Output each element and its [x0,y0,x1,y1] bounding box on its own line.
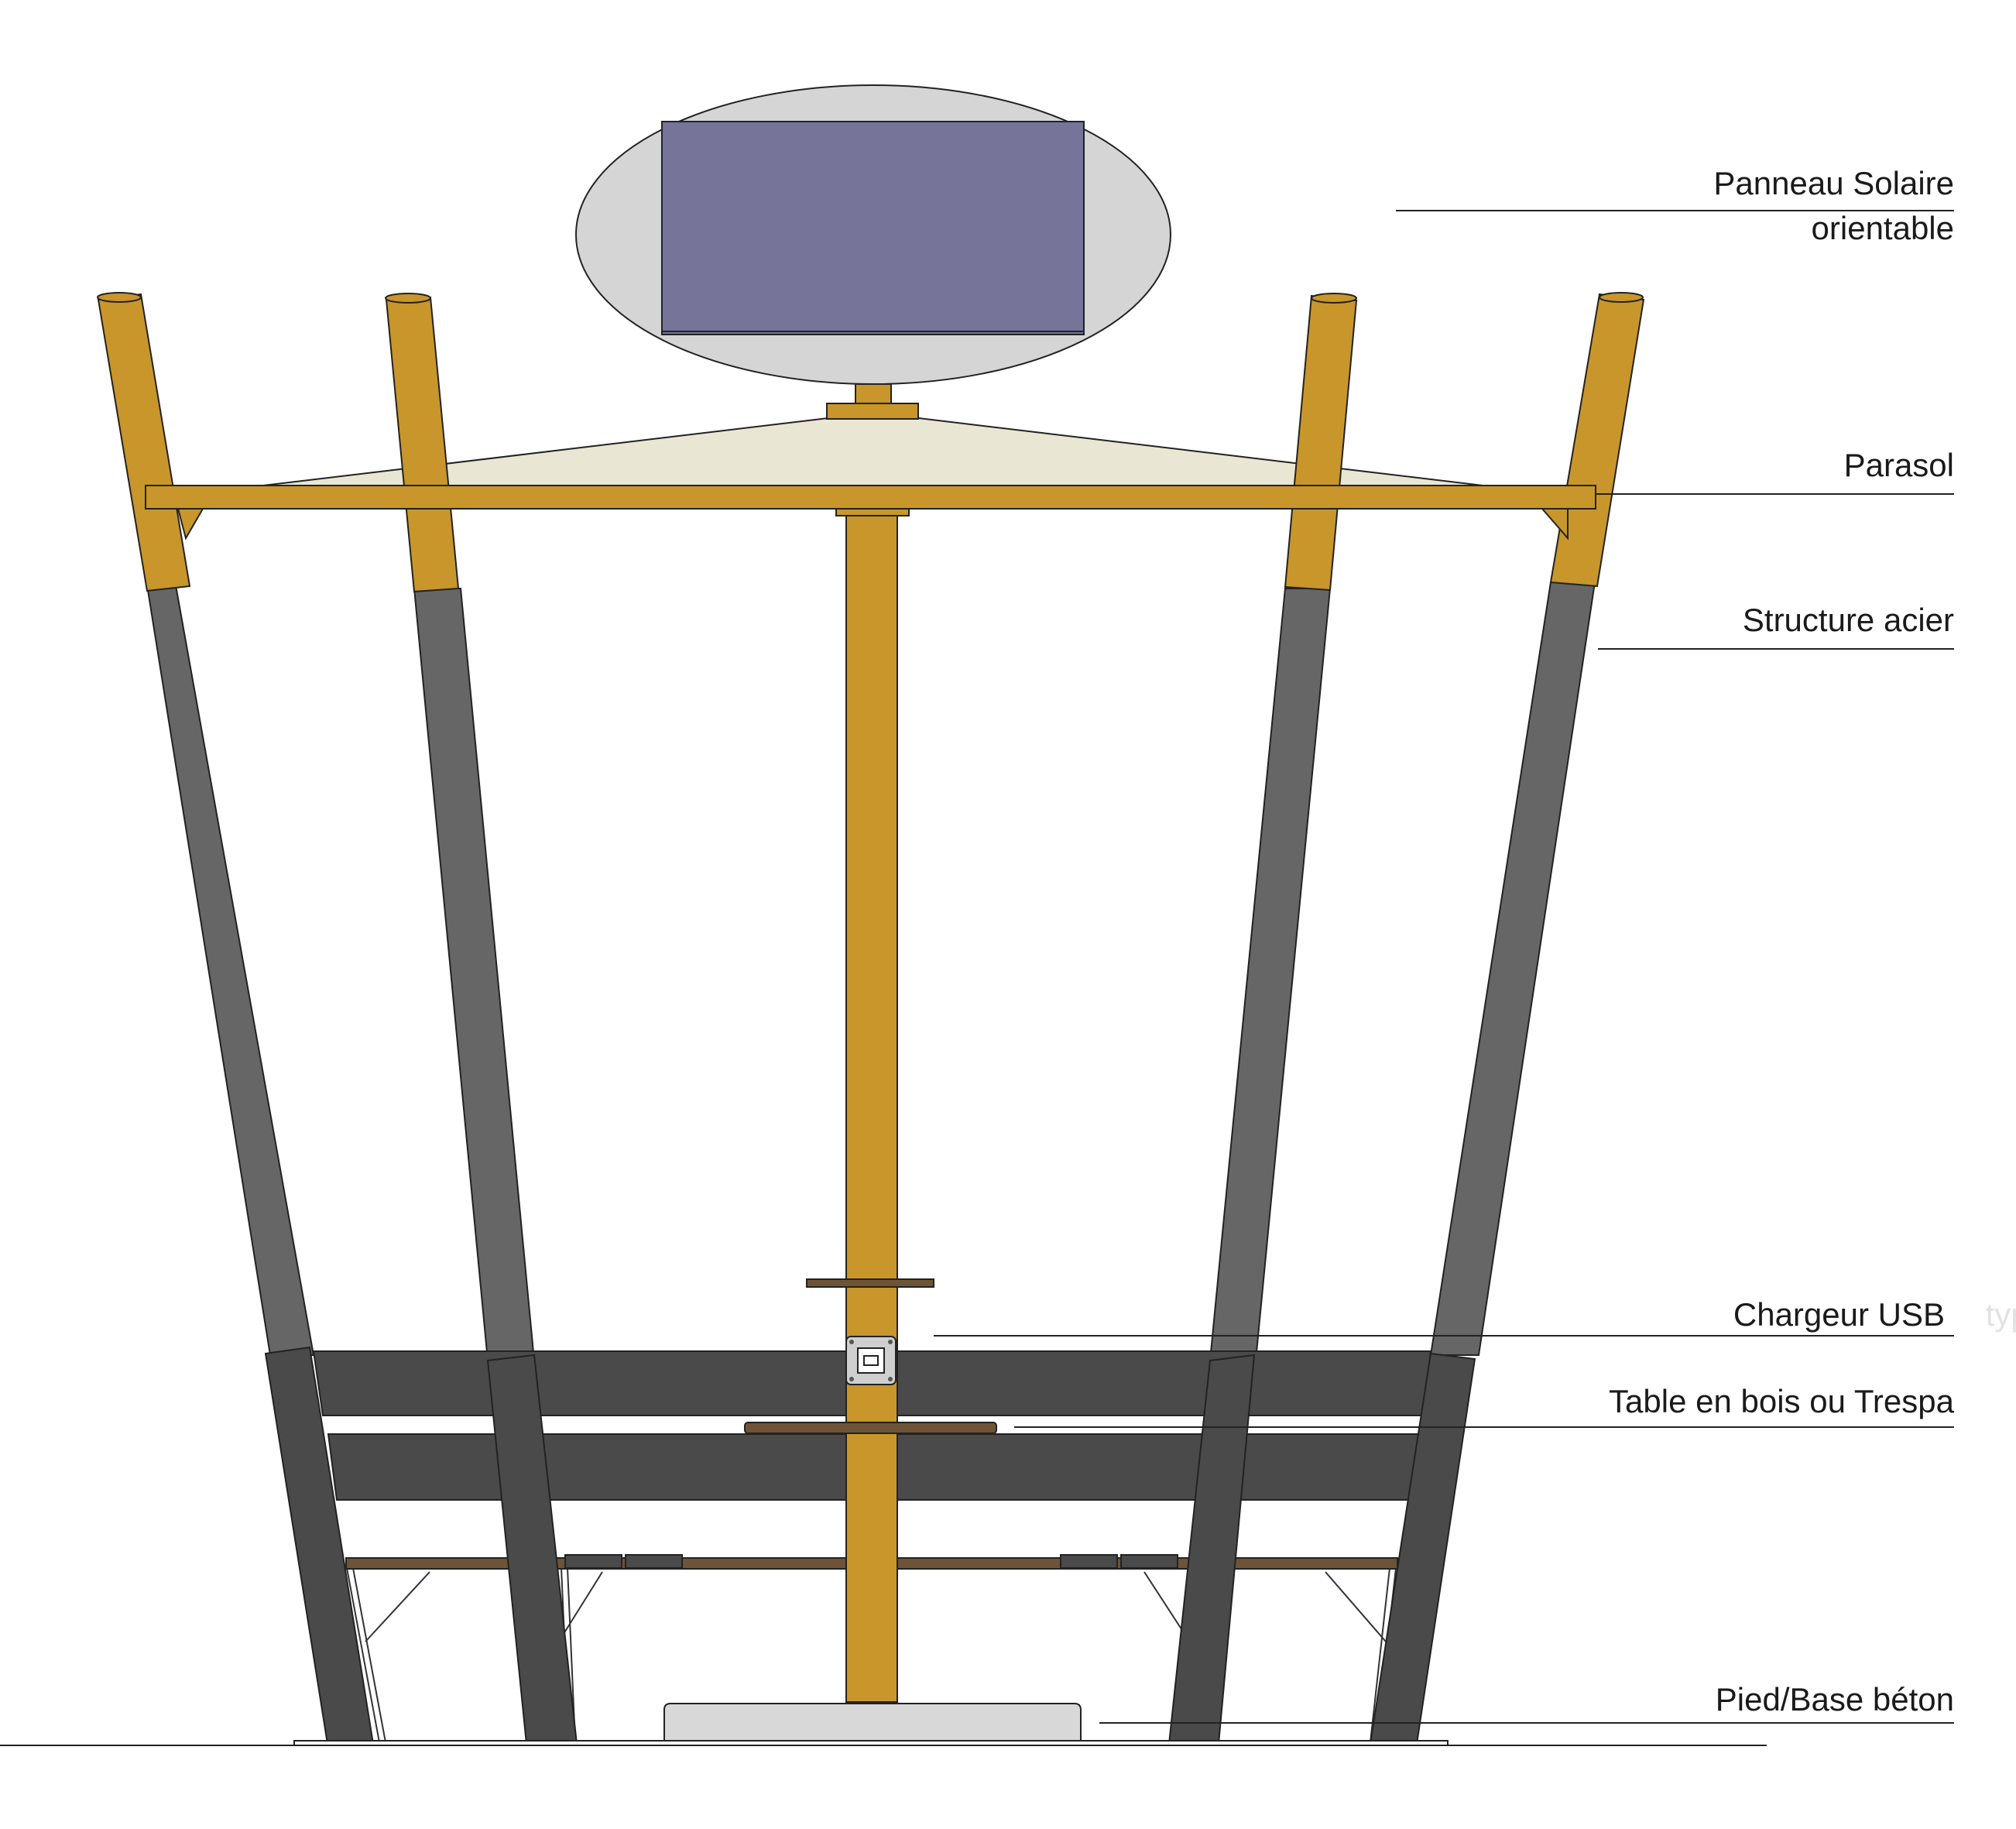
wood-cap-right-outer [1549,293,1645,588]
mast-collar [835,508,910,516]
label-cut-off-text: type [1985,1296,2016,1333]
steel-leg-right-inner [1209,588,1332,1361]
label-usb-charger: Chargeur USB [1733,1296,1945,1333]
leader-lines [934,210,1954,1724]
label-steel-structure: Structure acier [1742,602,1954,638]
steel-leg-left-outer [146,585,315,1356]
seat-clamp-3 [1060,1554,1118,1569]
steel-leg-right-outer [1429,582,1596,1356]
solar-panel [661,121,1085,335]
upper-shelf [806,1278,934,1288]
wood-leg-caps [97,292,1645,593]
wood-cap-right-inner [1284,294,1358,592]
label-solar-panel-line1: Panneau Solaire [1713,165,1954,201]
wood-cap-left-outer [97,293,191,592]
label-solar-panel: Panneau Solaire orientable [1713,161,1954,251]
seat-clamp-1 [564,1554,622,1569]
bracket-left [177,508,204,540]
steel-leg-left-inner [413,588,536,1361]
label-parasol: Parasol [1843,447,1954,483]
usb-charger [845,1336,897,1385]
wood-cap-left-inner [385,296,460,593]
wood-table [744,1422,997,1434]
central-mast [845,515,898,1703]
panel-support-collar [826,403,919,420]
label-base: Pied/Base béton [1715,1681,1954,1717]
label-table: Table en bois ou Trespa [1609,1383,1954,1419]
wood-crossbeam [145,485,1596,510]
bracket-right [1540,508,1569,540]
panel-support-post [855,383,892,405]
concrete-base [663,1703,1082,1741]
seat-clamp-4 [1120,1554,1178,1569]
label-solar-panel-line2: orientable [1811,210,1954,246]
seat-clamp-2 [625,1554,683,1569]
